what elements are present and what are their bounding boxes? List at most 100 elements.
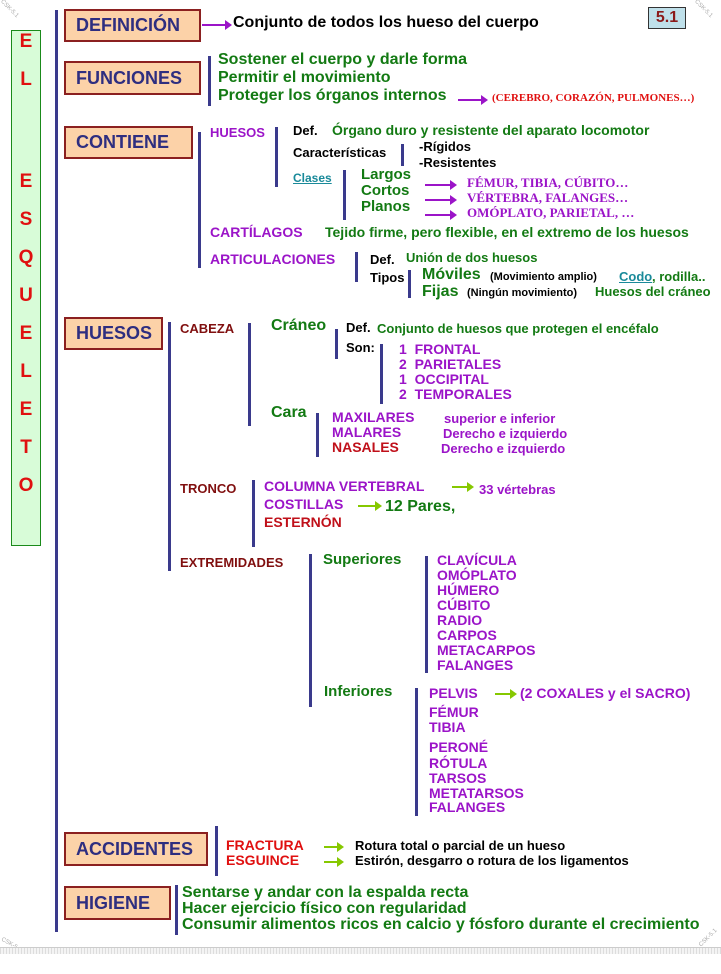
cara-bone-desc: Derecho e izquierdo — [443, 426, 568, 441]
inferior-bone: RÓTULA — [429, 755, 488, 771]
craneo-bone-name: OCCIPITAL — [414, 371, 489, 387]
arrow-icon — [324, 842, 344, 852]
side-letter: S — [19, 209, 33, 230]
inferiores-bracket — [415, 688, 418, 816]
fijas-note: (Ningún movimiento) — [467, 287, 577, 299]
tipos-label: Tipos — [370, 270, 405, 285]
fijas-label: Fijas — [422, 283, 459, 300]
inferior-bone: FÉMUR — [429, 704, 479, 720]
craneo-bone-count: 1 — [399, 371, 407, 387]
cartilagos-label: CARTÍLAGOS — [210, 224, 303, 240]
esternon-label: ESTERNÓN — [264, 514, 342, 530]
columna-label: COLUMNA VERTEBRAL — [264, 478, 425, 494]
cabeza-bracket — [248, 323, 251, 426]
cara-bone-desc: superior e inferior — [444, 411, 556, 426]
clases-link[interactable]: Clases — [293, 171, 332, 185]
higiene-bracket — [175, 885, 178, 935]
accidente-name: ESGUINCE — [226, 852, 300, 868]
side-letter: L — [20, 69, 32, 90]
craneo-bracket — [335, 329, 338, 359]
superior-bone: CÚBITO — [437, 597, 491, 613]
huesos-box: HUESOS — [64, 317, 163, 350]
watermark-top-left: CSK-5.1 — [0, 0, 20, 20]
tronco-bracket — [252, 480, 255, 547]
definicion-text: Conjunto de todos los hueso del cuerpo — [233, 14, 539, 31]
huesos-def-label: Def. — [293, 123, 318, 138]
superiores-label: Superiores — [323, 551, 402, 568]
costillas-label: COSTILLAS — [264, 496, 344, 512]
pelvis-note: (2 COXALES y el SACRO) — [520, 685, 691, 701]
craneo-bone: 1 OCCIPITAL — [399, 372, 489, 387]
arrow-icon — [425, 195, 457, 205]
huesos-label: HUESOS — [210, 125, 265, 140]
craneo-bone-count: 2 — [399, 386, 407, 402]
tipos-bracket — [408, 270, 411, 298]
craneo-bone-name: PARIETALES — [414, 356, 502, 372]
clase-examples: OMÓPLATO, PARIETAL, … — [467, 205, 635, 220]
inferiores-label: Inferiores — [324, 683, 393, 700]
page-number-badge: 5.1 — [648, 7, 686, 29]
superior-bone: HÚMERO — [437, 582, 500, 598]
side-letter: U — [19, 285, 33, 306]
inferior-bone: PERONÉ — [429, 739, 489, 755]
cara-label: Cara — [271, 404, 307, 421]
codo-link[interactable]: Codo — [619, 269, 653, 284]
columna-note: 33 vértebras — [479, 482, 556, 497]
superior-bone: CLAVÍCULA — [437, 552, 517, 568]
funciones-bracket — [208, 56, 211, 106]
craneo-bone: 2 TEMPORALES — [399, 387, 512, 402]
articulaciones-def: Unión de dos huesos — [406, 250, 538, 265]
arrow-icon — [425, 180, 457, 190]
side-letter: E — [19, 323, 33, 344]
clase-examples: FÉMUR, TIBIA, CÚBITO… — [467, 175, 629, 190]
cara-bone-name: MALARES — [332, 424, 402, 440]
superior-bone: OMÓPLATO — [437, 567, 517, 583]
cara-bone-desc: Derecho e izquierdo — [441, 441, 566, 456]
superior-bone: RADIO — [437, 612, 483, 628]
clase-name: Planos — [361, 198, 411, 215]
caract-item: -Resistentes — [419, 155, 497, 170]
side-letter: O — [18, 475, 34, 496]
caract-label: Características — [293, 145, 387, 160]
son-label: Son: — [346, 340, 375, 355]
clases-bracket — [343, 170, 346, 220]
side-letter: E — [19, 171, 33, 192]
side-letter: E — [19, 399, 33, 420]
cabeza-label: CABEZA — [180, 321, 235, 336]
inferior-bone: TIBIA — [429, 719, 466, 735]
fijas-example: Huesos del cráneo — [595, 284, 711, 299]
superior-bone: FALANGES — [437, 657, 514, 673]
inferior-bone: FALANGES — [429, 799, 506, 815]
side-letter: T — [20, 437, 32, 458]
organs-text: (CEREBRO, CORAZÓN, PULMONES…) — [492, 92, 695, 104]
son-bracket — [380, 344, 383, 404]
huesos-main-bracket — [168, 322, 171, 571]
moviles-label: Móviles — [422, 266, 481, 283]
inferior-bone: METATARSOS — [429, 785, 524, 801]
superior-bone: METACARPOS — [437, 642, 536, 658]
huesos-bracket — [275, 127, 278, 187]
extremidades-label: EXTREMIDADES — [180, 555, 284, 570]
accidente-desc: Rotura total o parcial de un hueso — [355, 838, 566, 853]
inferior-bone: TARSOS — [429, 770, 487, 786]
arrow-icon — [425, 210, 457, 220]
watermark-top-right: CSK-5.1 — [693, 0, 714, 20]
moviles-example: , rodilla.. — [652, 269, 706, 284]
arrow-icon — [452, 482, 474, 492]
cartilagos-text: Tejido firme, pero flexible, en el extre… — [325, 224, 689, 240]
side-letter: E — [19, 31, 33, 52]
craneo-def-label: Def. — [346, 320, 371, 335]
craneo-label: Cráneo — [271, 317, 327, 334]
accidente-desc: Estirón, desgarro o rotura de los ligame… — [355, 853, 629, 868]
watermark-bottom-right: CSK-5.1 — [698, 927, 719, 949]
craneo-bone-name: FRONTAL — [414, 341, 481, 357]
craneo-bone: 2 PARIETALES — [399, 357, 501, 372]
arrow-icon — [324, 857, 344, 867]
contiene-bracket — [198, 132, 201, 268]
articulaciones-bracket — [355, 252, 358, 282]
main-bracket-line — [55, 10, 58, 932]
cara-bone-name: MAXILARES — [332, 409, 415, 425]
craneo-bone-count: 2 — [399, 356, 407, 372]
side-letter: Q — [18, 247, 34, 268]
higiene-box: HIGIENE — [64, 886, 171, 920]
